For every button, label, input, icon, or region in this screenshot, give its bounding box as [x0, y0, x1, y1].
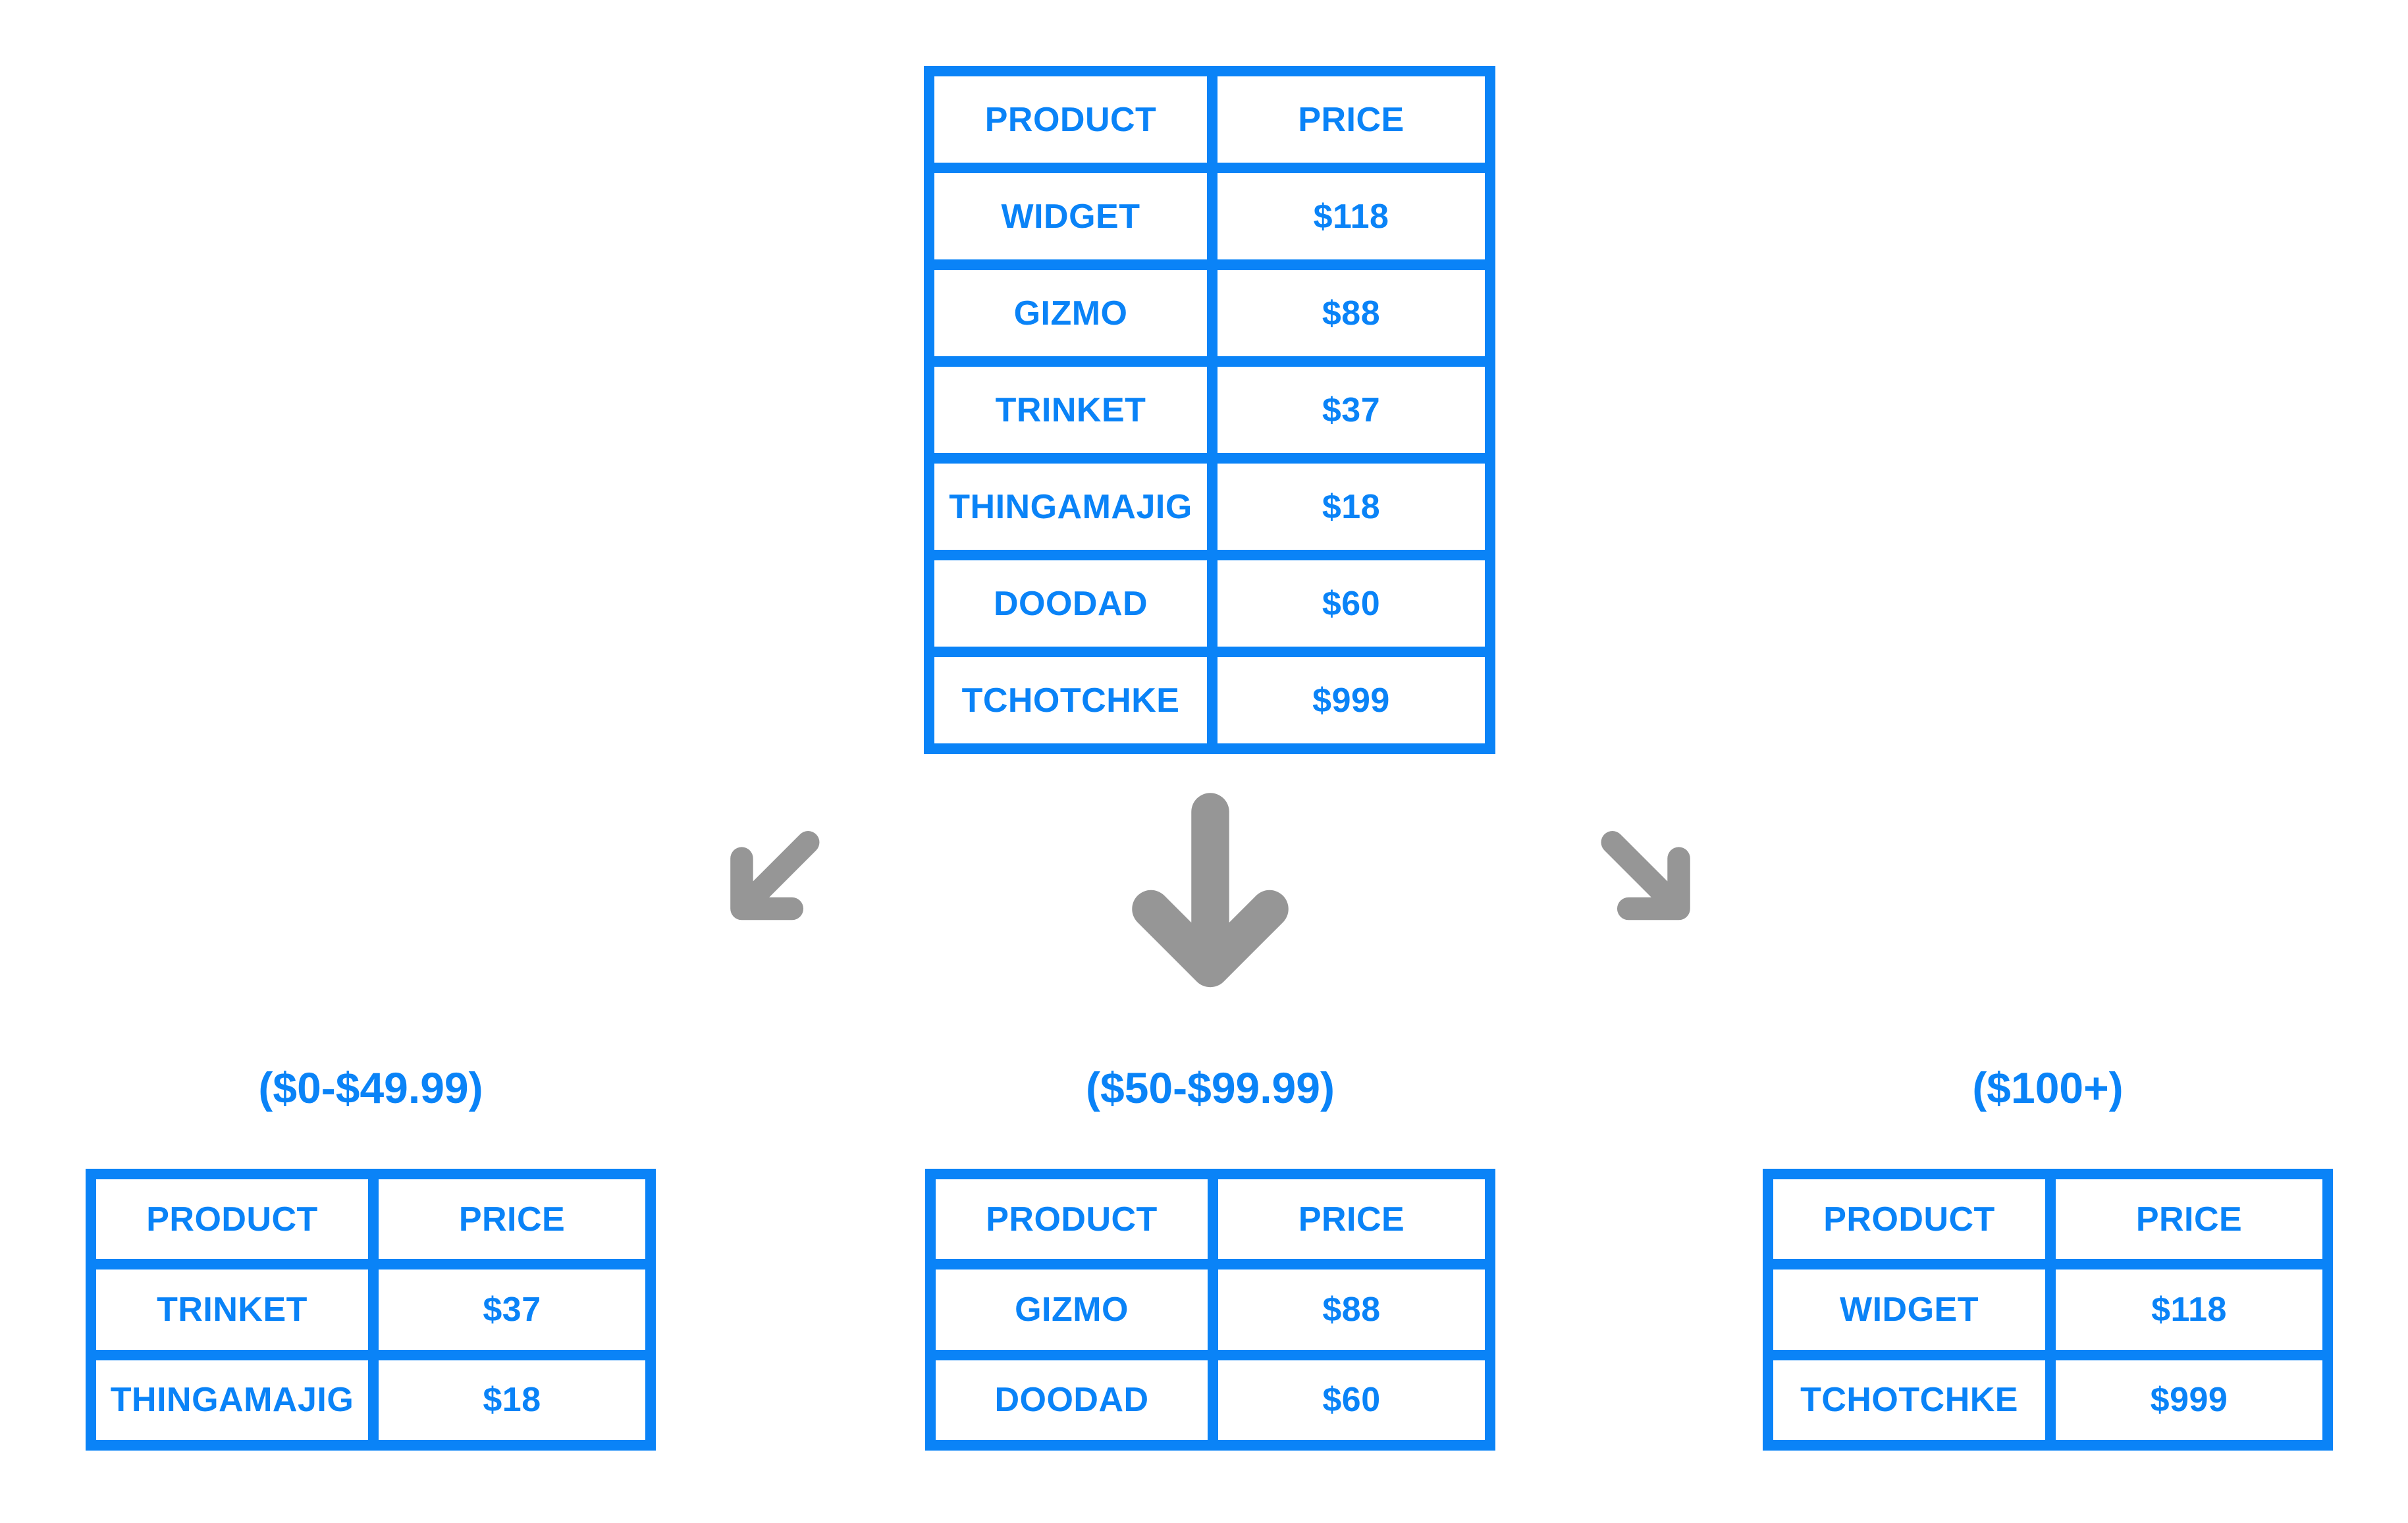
column-header-product: PRODUCT: [936, 1179, 1208, 1260]
column-header-price: PRICE: [1217, 76, 1485, 163]
price-range-label-high: ($100+): [1972, 1063, 2124, 1112]
product-cell: THINGAMAJIG: [934, 464, 1208, 550]
source-price-table: PRODUCT PRICE WIDGET $118 GIZMO $88 TRIN…: [924, 66, 1495, 754]
price-range-label-mid: ($50-$99.99): [1086, 1063, 1335, 1112]
price-cell: $60: [1217, 560, 1485, 647]
price-cell: $999: [1217, 657, 1485, 743]
product-cell: DOODAD: [934, 560, 1208, 647]
product-cell: TCHOTCHKE: [934, 657, 1208, 743]
arrow-down-right-icon: [1569, 799, 1730, 960]
product-cell: WIDGET: [1773, 1269, 2046, 1350]
product-cell: TRINKET: [934, 367, 1208, 453]
product-cell: WIDGET: [934, 173, 1208, 259]
price-cell: $118: [2056, 1269, 2322, 1350]
price-cell: $88: [1218, 1269, 1485, 1350]
price-cell: $999: [2056, 1360, 2322, 1440]
column-header-product: PRODUCT: [96, 1179, 369, 1260]
price-cell: $118: [1217, 173, 1485, 259]
product-cell: GIZMO: [936, 1269, 1208, 1350]
branch-table-low: PRODUCT PRICE TRINKET $37 THINGAMAJIG $1…: [86, 1169, 656, 1451]
price-cell: $37: [1217, 367, 1485, 453]
branch-table-mid: PRODUCT PRICE GIZMO $88 DOODAD $60: [925, 1169, 1495, 1451]
product-cell: TRINKET: [96, 1269, 369, 1350]
branch-table-high: PRODUCT PRICE WIDGET $118 TCHOTCHKE $999: [1763, 1169, 2333, 1451]
column-header-price: PRICE: [1218, 1179, 1485, 1260]
product-cell: THINGAMAJIG: [96, 1360, 369, 1440]
product-cell: TCHOTCHKE: [1773, 1360, 2046, 1440]
price-cell: $18: [1217, 464, 1485, 550]
price-range-label-low: ($0-$49.99): [258, 1063, 483, 1112]
product-cell: DOODAD: [936, 1360, 1208, 1440]
column-header-price: PRICE: [379, 1179, 645, 1260]
arrow-down-icon: [1128, 792, 1293, 1006]
product-cell: GIZMO: [934, 270, 1208, 356]
price-cell: $88: [1217, 270, 1485, 356]
column-header-product: PRODUCT: [1773, 1179, 2046, 1260]
price-cell: $18: [379, 1360, 645, 1440]
column-header-price: PRICE: [2056, 1179, 2322, 1260]
arrow-down-left-icon: [691, 799, 851, 960]
price-cell: $60: [1218, 1360, 1485, 1440]
price-cell: $37: [379, 1269, 645, 1350]
column-header-product: PRODUCT: [934, 76, 1208, 163]
